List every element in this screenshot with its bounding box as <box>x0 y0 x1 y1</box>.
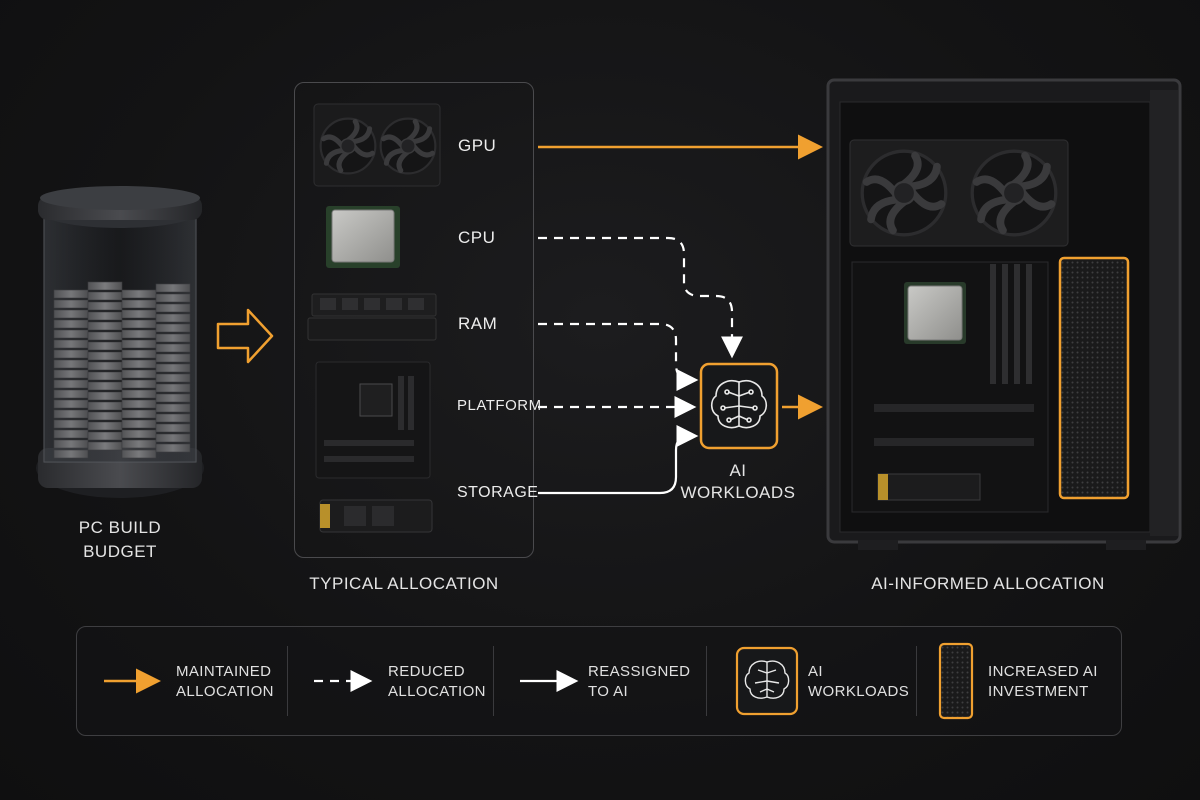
ai-node-caption: AI WORKLOADS <box>680 460 796 504</box>
flow-arrow-icon <box>218 310 272 362</box>
legend-maintained-label: MAINTAINED ALLOCATION <box>176 662 274 702</box>
cpu-reduced-arrow <box>538 238 732 354</box>
cpu-label: CPU <box>458 228 495 248</box>
ai-informed-caption: AI-INFORMED ALLOCATION <box>860 572 1116 596</box>
legend-divider <box>916 646 917 716</box>
budget-caption-line1: PC BUILD <box>60 516 180 540</box>
ram-label: RAM <box>458 314 497 334</box>
legend-divider <box>706 646 707 716</box>
storage-label: STORAGE <box>457 484 538 502</box>
pc-case-image <box>828 80 1180 550</box>
increased-ai-panel <box>1060 258 1128 498</box>
legend-divider <box>493 646 494 716</box>
storage-reassigned-arrow <box>538 436 694 493</box>
ai-node-caption-line1: AI <box>680 460 796 482</box>
budget-caption-line2: BUDGET <box>60 540 180 564</box>
ram-reduced-arrow <box>538 324 694 380</box>
typical-caption: TYPICAL ALLOCATION <box>294 572 514 596</box>
legend-reduced-label: REDUCED ALLOCATION <box>388 662 486 702</box>
legend-ai-workloads-label: AI WORKLOADS <box>808 662 909 702</box>
legend-increased-label: INCREASED AI INVESTMENT <box>988 662 1098 702</box>
ai-node-caption-line2: WORKLOADS <box>680 482 796 504</box>
gpu-label: GPU <box>458 136 496 156</box>
ai-workloads-node <box>701 364 777 448</box>
platform-label: PLATFORM <box>457 397 542 414</box>
budget-caption: PC BUILD BUDGET <box>60 516 180 564</box>
budget-canister <box>36 186 204 498</box>
legend-reassigned-label: REASSIGNED TO AI <box>588 662 690 702</box>
legend-divider <box>287 646 288 716</box>
